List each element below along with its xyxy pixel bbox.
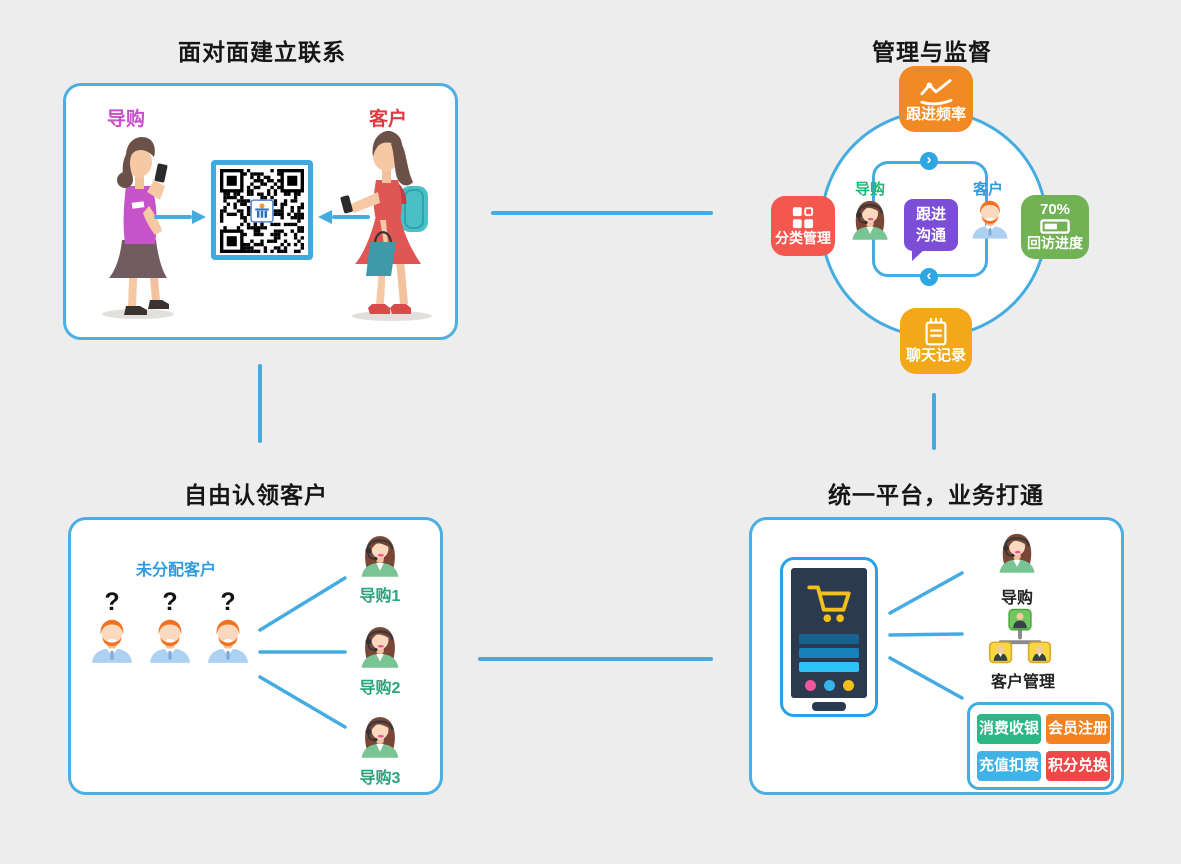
platform-guide-label: 导购 — [1000, 590, 1033, 607]
panel-face-to-face: 导购 客户 — [63, 83, 458, 340]
unassigned-customers-label: 未分配客户 — [135, 562, 216, 579]
chevron-left-icon: ‹ — [920, 268, 938, 286]
cashier-button: 消费收银 — [977, 714, 1041, 744]
badge-label: 跟进频率 — [905, 106, 966, 124]
chevron-right-icon: › — [920, 152, 938, 170]
notepad-icon — [925, 318, 947, 346]
unassigned-customer-avatar — [88, 618, 136, 663]
question-mark: ? — [104, 588, 120, 616]
connector-right-vertical — [932, 393, 936, 450]
guide-avatar — [848, 197, 892, 240]
guide-3-label: 导购3 — [359, 770, 401, 787]
connector-bottom-horizontal — [478, 657, 713, 661]
recharge-button: 充值扣费 — [977, 751, 1041, 781]
progress-percent: 70% — [1039, 201, 1071, 219]
communication-bubble: 跟进 沟通 — [904, 199, 958, 261]
customer-label: 客户 — [368, 109, 407, 130]
unassigned-customer-avatar — [204, 618, 252, 663]
badge-label: 聊天记录 — [905, 347, 966, 365]
badge-chat-history: 聊天记录 — [900, 308, 972, 374]
member-register-button: 会员注册 — [1046, 714, 1110, 744]
arrow-left-icon — [318, 210, 370, 224]
bubble-line-1: 跟进 — [915, 206, 946, 223]
line-chart-icon — [920, 79, 953, 106]
guide-2-label: 导购2 — [359, 680, 401, 697]
badge-label: 回访进度 — [1027, 235, 1083, 252]
crm-label: 客户管理 — [990, 674, 1055, 691]
shopping-cart-icon — [807, 585, 851, 623]
connector-top-horizontal — [491, 211, 713, 215]
panel-claim: 未分配客户 ? ? ? 导购1 导购2 导购3 — [68, 517, 443, 795]
screen-bar — [799, 634, 859, 644]
phone-screen — [791, 568, 867, 698]
badge-follow-frequency: 跟进频率 — [899, 66, 973, 132]
arrow-right-icon — [154, 210, 206, 224]
screen-bar — [799, 662, 859, 672]
guide-label: 导购 — [106, 109, 145, 130]
panel-platform: 导购 客户管理 消费收银 会员注册 充值扣费 积分兑换 — [749, 517, 1124, 795]
connector-left-vertical — [258, 364, 262, 443]
cycle-guide-label: 导购 — [854, 181, 885, 198]
screen-dot-yellow — [843, 680, 854, 691]
bubble-line-2: 沟通 — [915, 227, 946, 244]
customer-person-illustration — [340, 130, 432, 321]
section-title-manage: 管理与监督 — [872, 39, 992, 65]
badge-revisit-progress: 70% 回访进度 — [1021, 195, 1089, 259]
customer-avatar — [969, 199, 1011, 239]
qr-code-pattern — [220, 169, 304, 253]
section-title-claim: 自由认领客户 — [184, 482, 328, 508]
points-exchange-button: 积分兑换 — [1046, 751, 1110, 781]
question-mark: ? — [220, 588, 236, 616]
guide-avatar — [995, 530, 1039, 573]
screen-bar — [799, 648, 859, 658]
guide-person-illustration — [102, 137, 174, 319]
guide-avatar — [357, 623, 403, 668]
badge-category-manage: 分类管理 — [771, 196, 835, 256]
platform-link-lines — [888, 571, 964, 700]
screen-dot-blue — [824, 680, 835, 691]
qr-code — [211, 160, 313, 260]
phone-illustration — [780, 557, 878, 717]
unassigned-customer-avatar — [146, 618, 194, 663]
crm-orgchart-icon — [985, 608, 1055, 664]
grid-icon — [792, 207, 814, 229]
phone-home-button — [812, 702, 846, 711]
section-title-platform: 统一平台，业务打通 — [828, 482, 1044, 508]
cycle-customer-label: 客户 — [972, 181, 1003, 198]
guide-1-label: 导购1 — [359, 588, 401, 605]
feature-buttons-panel: 消费收银 会员注册 充值扣费 积分兑换 — [967, 702, 1114, 790]
guide-avatar — [357, 532, 403, 577]
progress-bar-icon — [1040, 219, 1070, 235]
assignment-lines — [258, 576, 347, 729]
question-mark: ? — [162, 588, 178, 616]
guide-avatar — [357, 713, 403, 758]
badge-label: 分类管理 — [775, 229, 831, 246]
screen-dot-pink — [805, 680, 816, 691]
section-title-face-to-face: 面对面建立联系 — [178, 39, 346, 65]
